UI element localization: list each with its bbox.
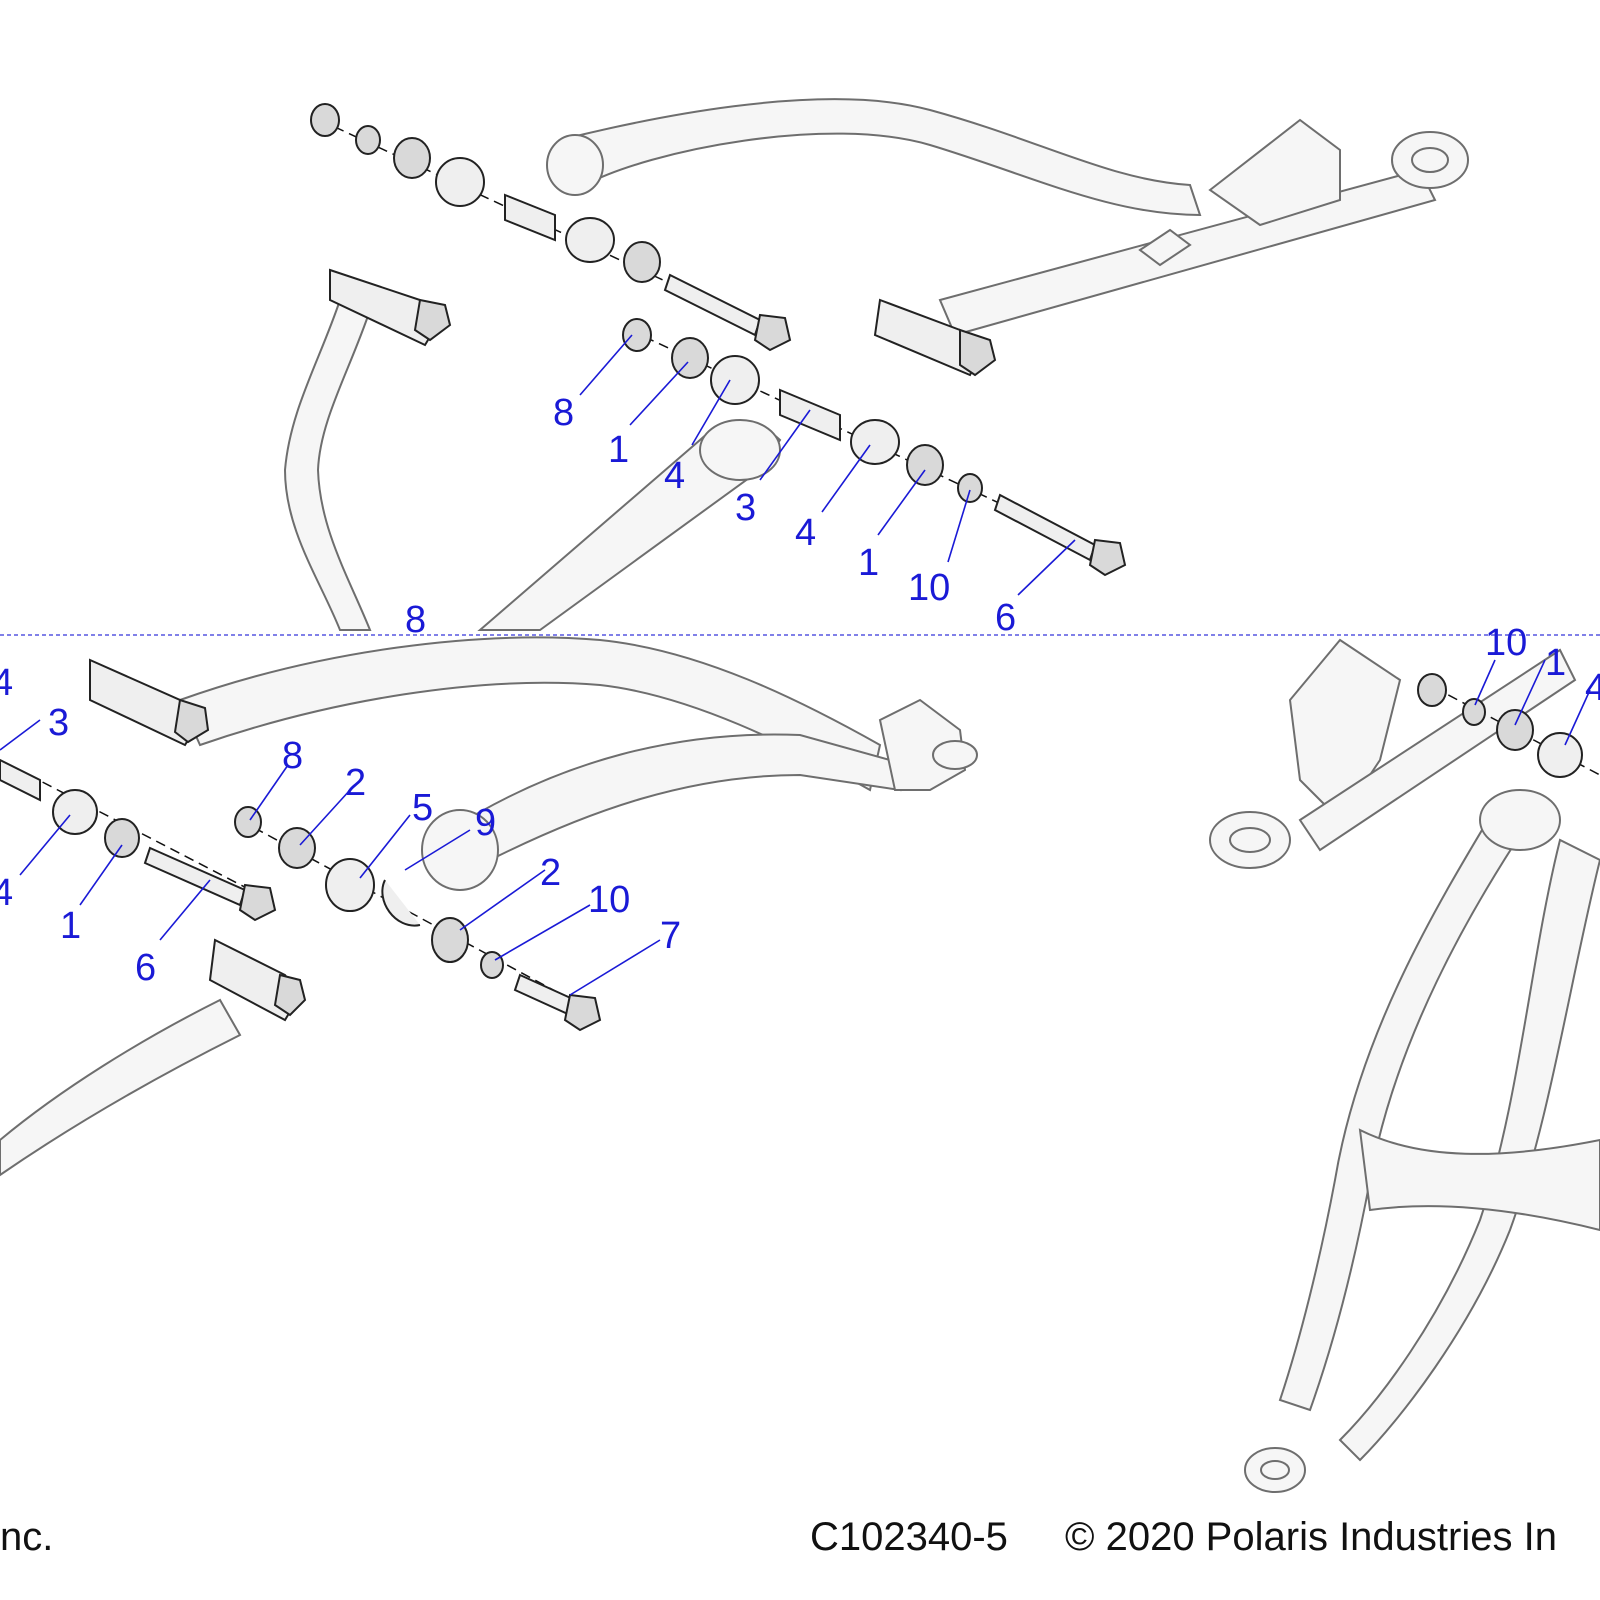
- callout-10: 10: [588, 879, 630, 921]
- callout-10: 10: [1485, 622, 1527, 664]
- footer: nc. C102340-5 © 2020 Polaris Industries …: [0, 1515, 1557, 1559]
- callout-5: 5: [412, 787, 433, 829]
- ball-joint-top-left: [329, 268, 452, 347]
- upper-a-arm-top: [546, 98, 1469, 337]
- callout-3: 3: [48, 702, 69, 744]
- callout-2: 2: [345, 762, 366, 804]
- leader-lines: [0, 334, 1591, 996]
- callout-4: 4: [1585, 667, 1600, 709]
- copyright: © 2020 Polaris Industries In: [1065, 1515, 1557, 1559]
- hardware-stack-lower-right: [1417, 673, 1600, 778]
- callout-6: 6: [135, 947, 156, 989]
- callout-9: 9: [475, 802, 496, 844]
- callout-1: 1: [608, 429, 629, 471]
- ball-joint-lower-left-b: [208, 938, 307, 1022]
- left-arm-top: [283, 298, 782, 631]
- callout-7: 7: [660, 915, 681, 957]
- callout-labels: 8 1 4 3 4 1 10 6 8 4 3 4 1 6 8 2 5 9 2 1…: [0, 392, 1600, 989]
- callout-8: 8: [553, 392, 574, 434]
- hardware-stack-lower-left: [0, 758, 277, 922]
- callout-10: 10: [908, 567, 950, 609]
- lower-a-arm-left: [0, 636, 978, 1177]
- callout-8: 8: [282, 735, 303, 777]
- hardware-stack-row1: [310, 103, 792, 352]
- callout-4: 4: [0, 872, 13, 914]
- figure-id: C102340-5: [810, 1515, 1008, 1559]
- lower-a-arm-right: [1209, 638, 1600, 1493]
- callout-1: 1: [858, 542, 879, 584]
- callout-6: 6: [995, 597, 1016, 639]
- hardware-stack-lower-middle: [234, 806, 602, 1032]
- callout-2: 2: [540, 852, 561, 894]
- callout-3: 3: [735, 487, 756, 529]
- callout-4: 4: [795, 512, 816, 554]
- callout-4: 4: [0, 662, 13, 704]
- ball-joint-lower-left-a: [89, 658, 210, 747]
- footer-left-fragment: nc.: [0, 1515, 53, 1559]
- ball-joint-top-right: [873, 298, 997, 377]
- callout-4: 4: [664, 455, 685, 497]
- callout-1: 1: [1545, 642, 1566, 684]
- callout-1: 1: [60, 905, 81, 947]
- callout-8: 8: [405, 599, 426, 641]
